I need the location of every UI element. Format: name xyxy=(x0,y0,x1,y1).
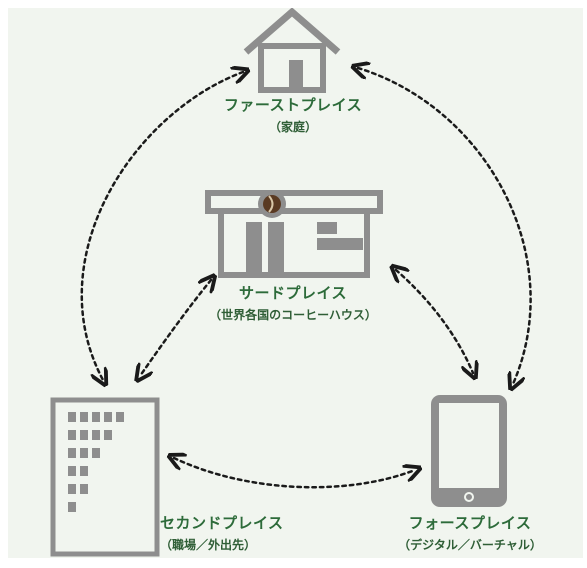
office-building-icon xyxy=(50,397,160,557)
label-second-place: セカンドプレイス （職場／外出先） xyxy=(160,512,310,553)
label-fourth-place: フォースプレイス （デジタル／バーチャル） xyxy=(380,512,560,553)
label-first-place: ファーストプレイス （家庭） xyxy=(208,94,378,135)
second-place-sub: （職場／外出先） xyxy=(160,538,257,552)
arrow-third-fourth xyxy=(396,270,473,373)
arrow-first-second xyxy=(80,72,243,380)
third-place-name: サードプレイス xyxy=(238,284,348,302)
coffee-shop-icon xyxy=(205,190,383,278)
third-place-sub: （世界各国のコーヒーハウス） xyxy=(209,308,377,322)
fourth-place-name: フォースプレイス xyxy=(408,514,532,532)
diagram-graphics xyxy=(50,8,532,557)
arrow-first-fourth xyxy=(358,68,532,384)
fourth-place-sub: （デジタル／バーチャル） xyxy=(398,538,542,552)
arrow-second-fourth xyxy=(174,458,415,489)
tablet-icon xyxy=(431,395,507,507)
first-place-name: ファーストプレイス xyxy=(223,96,363,114)
first-place-sub: （家庭） xyxy=(268,120,317,134)
house-icon xyxy=(243,8,341,93)
label-third-place: サードプレイス （世界各国のコーヒーハウス） xyxy=(168,282,418,323)
diagram-canvas: ファーストプレイス （家庭） サードプレイス （世界各国のコーヒーハウス） セカ… xyxy=(8,8,583,558)
second-place-name: セカンドプレイス xyxy=(160,514,284,532)
arrow-third-second xyxy=(140,280,211,376)
